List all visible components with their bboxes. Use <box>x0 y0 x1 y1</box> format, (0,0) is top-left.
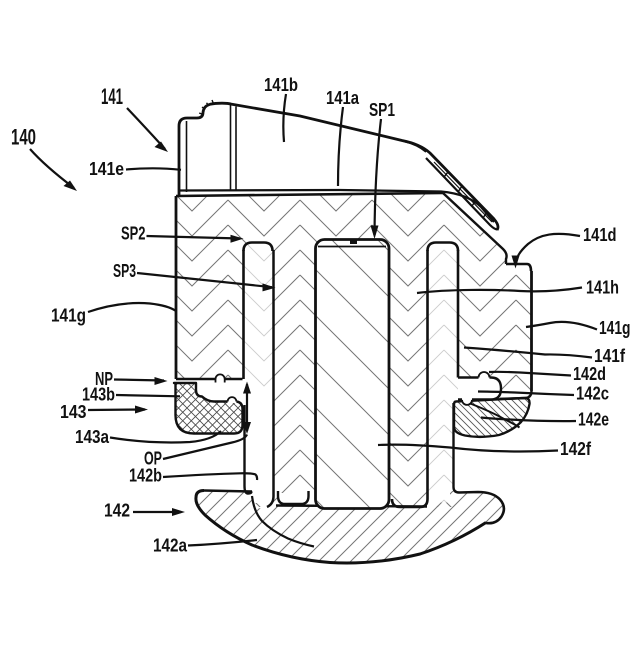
svg-text:142f: 142f <box>560 439 592 459</box>
svg-text:141: 141 <box>101 84 123 109</box>
svg-text:141d: 141d <box>583 225 617 245</box>
svg-text:NP: NP <box>95 369 113 389</box>
svg-text:140: 140 <box>11 125 36 150</box>
svg-text:142c: 142c <box>576 384 609 404</box>
svg-text:141f: 141f <box>594 346 626 366</box>
svg-text:141e: 141e <box>89 159 124 179</box>
svg-text:141b: 141b <box>264 75 298 95</box>
svg-text:143: 143 <box>60 402 87 422</box>
svg-text:SP2: SP2 <box>121 224 146 244</box>
svg-text:142a: 142a <box>153 536 188 556</box>
svg-text:143b: 143b <box>82 385 115 405</box>
svg-text:142e: 142e <box>578 410 609 430</box>
svg-text:OP: OP <box>144 449 162 469</box>
svg-text:141a: 141a <box>326 88 360 108</box>
svg-text:141g: 141g <box>599 318 631 338</box>
svg-text:SP1: SP1 <box>369 100 395 120</box>
svg-text:142b: 142b <box>129 466 162 486</box>
svg-text:141h: 141h <box>586 278 619 298</box>
svg-text:142d: 142d <box>573 364 606 384</box>
svg-text:142: 142 <box>104 501 130 521</box>
svg-text:143a: 143a <box>75 427 110 447</box>
svg-text:141g: 141g <box>51 306 86 326</box>
svg-text:SP3: SP3 <box>113 261 136 281</box>
